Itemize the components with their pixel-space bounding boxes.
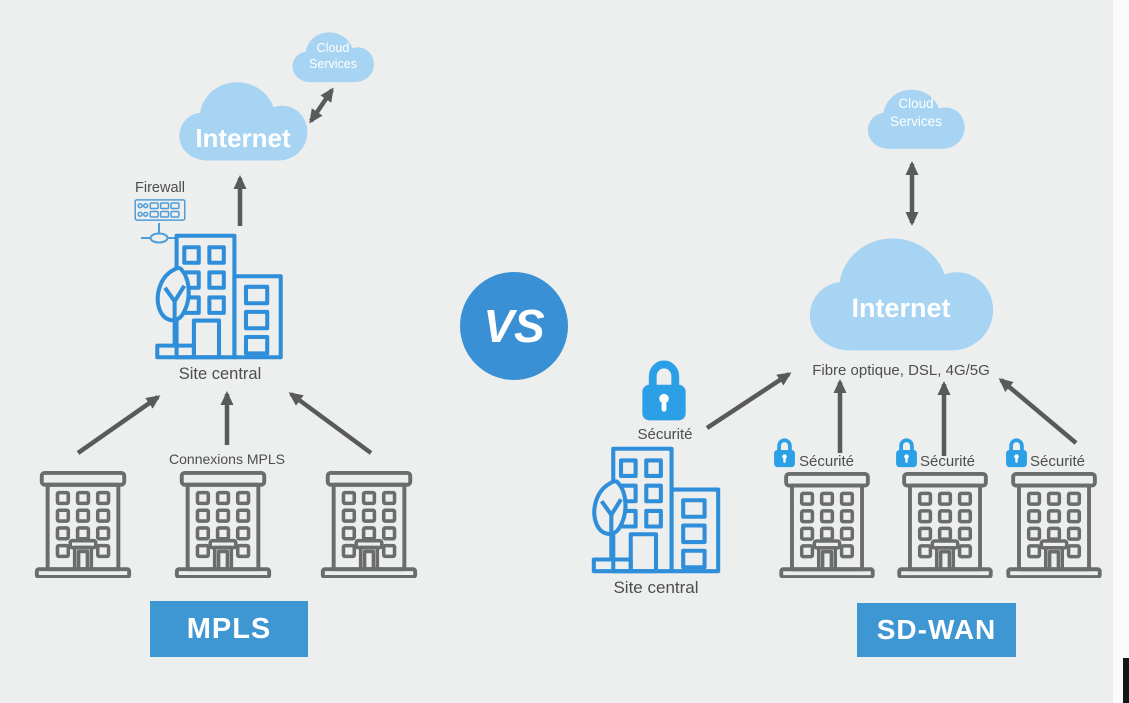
arrow-sdwan-branch3-to-internet [998, 378, 1078, 445]
internet-label-right: Internet [851, 293, 951, 323]
security-label-branch2: Sécurité [920, 453, 976, 470]
branch-building-icon [32, 470, 134, 578]
sdwan-badge: SD-WAN [857, 603, 1016, 657]
mpls-badge: MPLS [150, 601, 308, 657]
firewall-icon [134, 199, 186, 221]
links-label: Fibre optique, DSL, 4G/5G [812, 362, 990, 379]
branch-building-icon [318, 470, 420, 578]
cloud-services-line2: Services [309, 56, 357, 71]
arrow-mpls-branch1-to-site [76, 395, 161, 455]
branch-building-icon [172, 470, 274, 578]
cloud-services-line2: Services [890, 113, 942, 129]
site-central-building-right [586, 441, 726, 577]
cloud-services-label-right: Cloud Services [862, 95, 970, 130]
security-lock-icon [1004, 437, 1029, 468]
security-label-branch3: Sécurité [1030, 453, 1086, 470]
site-central-label-left: Site central [178, 365, 262, 383]
branch-building-icon [894, 471, 996, 578]
arrow-sdwan-site-to-internet [705, 372, 792, 430]
arrow-mpls-branch3-to-site [288, 392, 373, 455]
security-lock-icon-central [638, 356, 690, 424]
site-central-building-left [150, 228, 288, 363]
right-edge-strip [1113, 0, 1129, 703]
security-label-central: Sécurité [637, 426, 693, 443]
branch-building-icon [1003, 471, 1105, 578]
connexions-mpls-label: Connexions MPLS [169, 451, 285, 467]
firewall-label: Firewall [135, 180, 185, 196]
security-lock-icon [772, 437, 797, 468]
cloud-services-line1: Cloud [898, 96, 934, 111]
cloud-services-label-left: Cloud Services [289, 41, 377, 72]
security-label-branch1: Sécurité [799, 453, 855, 470]
internet-label-left: Internet [195, 123, 291, 153]
site-central-label-right: Site central [613, 578, 699, 597]
branch-building-icon [776, 471, 878, 578]
versus-badge: VS [460, 272, 568, 380]
security-lock-icon [894, 437, 919, 468]
right-edge-bar [1123, 658, 1129, 703]
arrow-mpls-internet-cloudservices [309, 87, 334, 124]
cloud-services-line1: Cloud [316, 41, 350, 55]
